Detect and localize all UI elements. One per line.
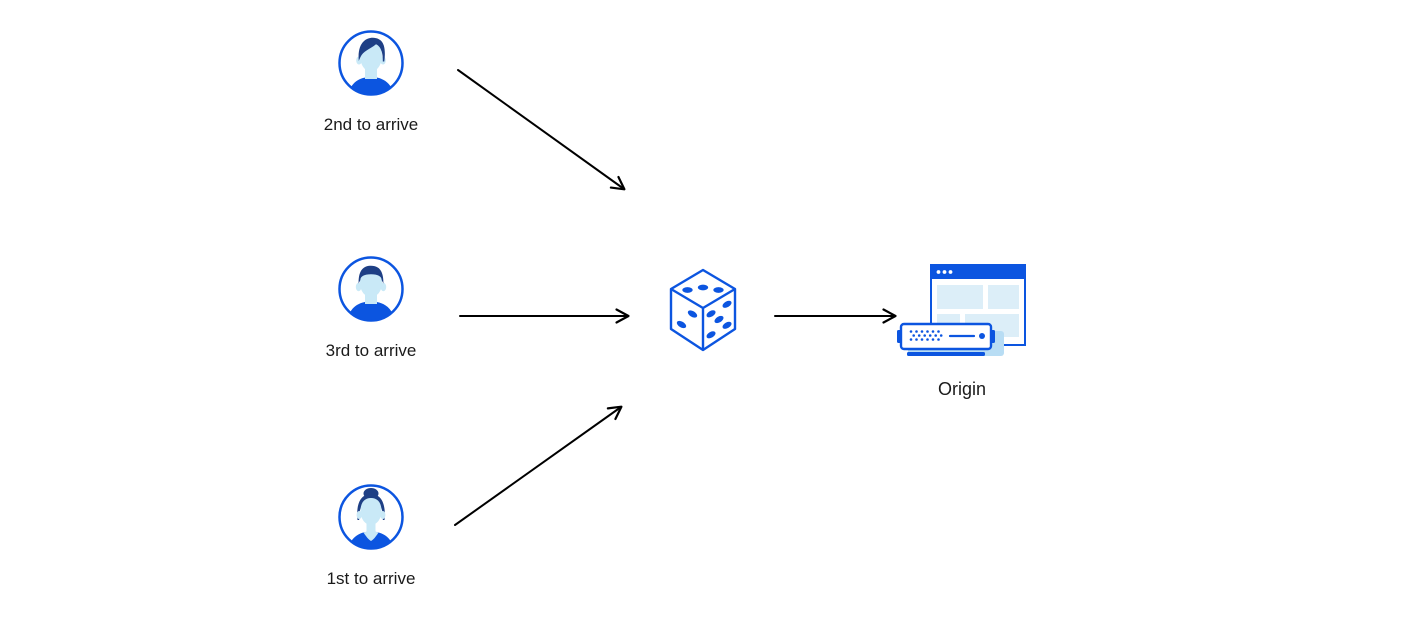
actor-label-first: 1st to arrive (326, 569, 416, 588)
actor-node-third: 3rd to arrive (326, 256, 416, 360)
actor-label-third: 3rd to arrive (325, 341, 417, 360)
dice-icon (669, 268, 737, 352)
avatar-woman-hair-bun-icon (338, 484, 404, 550)
arrow-second-to-dice (457, 69, 626, 191)
origin-node: Origin (897, 263, 1027, 399)
dice-node (667, 267, 739, 358)
avatar-man-short-hair-icon (338, 256, 404, 322)
actor-node-first: 1st to arrive (327, 484, 415, 588)
arrow-first-to-dice (454, 405, 623, 526)
origin-label: Origin (937, 379, 986, 399)
actor-node-second: 2nd to arrive (324, 30, 418, 134)
origin-server-browser-icon (897, 264, 1026, 356)
actor-label-second: 2nd to arrive (323, 115, 419, 134)
avatar-man-swoopy-hair-icon (338, 30, 404, 96)
